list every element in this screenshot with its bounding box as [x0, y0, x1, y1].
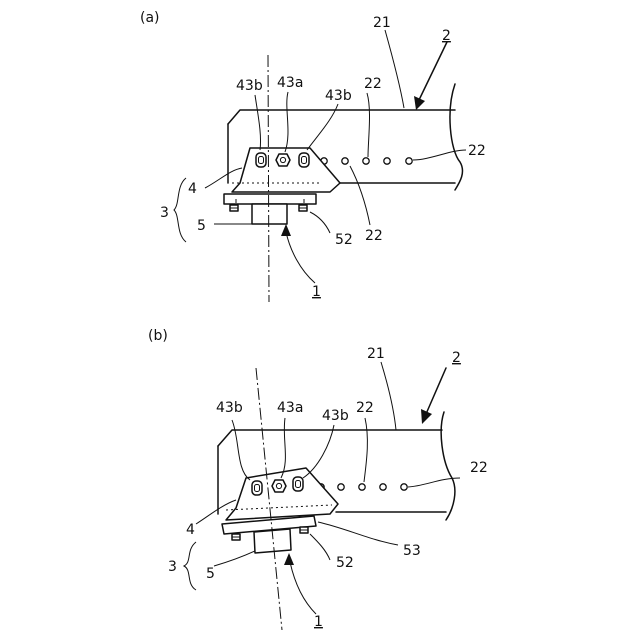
leaders: [174, 30, 466, 283]
label-hole-bottom: 22: [365, 228, 383, 244]
column-arrow-icon: [281, 224, 291, 236]
panel-a-caption: (a): [140, 10, 160, 26]
bolt-left-icon: [252, 481, 262, 495]
label-assembly: 3: [168, 559, 177, 575]
label-spacer: 53: [403, 543, 421, 559]
label-bolt-left: 43b: [216, 400, 243, 416]
label-bolt-center: 43a: [277, 75, 303, 91]
label-hole-right: 22: [470, 460, 488, 476]
label-column: 1: [314, 614, 323, 630]
label-rail-assembly: 2: [442, 28, 451, 44]
label-bolt-left: 43b: [236, 78, 263, 94]
bolt-right-icon: [299, 153, 309, 167]
panel-b: (b): [148, 328, 488, 630]
nut-center-icon: [272, 480, 286, 492]
column-arrow-icon: [284, 553, 294, 565]
label-assembly: 3: [160, 205, 169, 221]
label-post: 5: [197, 218, 206, 234]
bolt-right-icon: [293, 477, 303, 491]
label-bolt-right: 43b: [322, 408, 349, 424]
label-bolt-center: 43a: [277, 400, 303, 416]
nut-center-icon: [276, 154, 290, 166]
label-fastener: 52: [336, 555, 354, 571]
rail-holes: [321, 158, 412, 164]
label-column: 1: [312, 284, 321, 300]
label-hole-right: 22: [468, 143, 486, 159]
label-rail: 21: [367, 346, 385, 362]
label-rail: 21: [373, 15, 391, 31]
label-bracket: 4: [186, 522, 195, 538]
bolt-left-icon: [256, 153, 266, 167]
center-axis: [268, 55, 269, 302]
label-bolt-right: 43b: [325, 88, 352, 104]
label-post: 5: [206, 566, 215, 582]
rail-holes: [318, 484, 407, 490]
panel-b-caption: (b): [148, 328, 168, 344]
label-hole-top: 22: [364, 76, 382, 92]
label-hole-top: 22: [356, 400, 374, 416]
label-fastener: 52: [335, 232, 353, 248]
label-rail-assembly: 2: [452, 350, 461, 366]
panel-a: (a): [140, 10, 486, 302]
label-bracket: 4: [188, 181, 197, 197]
post: [252, 204, 287, 224]
